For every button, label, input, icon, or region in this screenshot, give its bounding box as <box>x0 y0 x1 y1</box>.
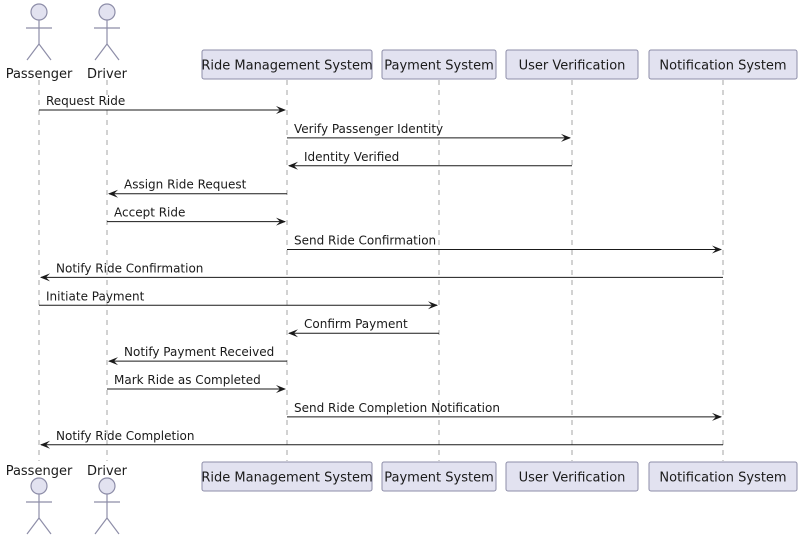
message-notify-payment-received: Notify Payment Received <box>108 345 287 366</box>
participant-box <box>381 49 497 80</box>
participant-label: Notification System <box>659 471 786 486</box>
message-label: Send Ride Completion Notification <box>294 401 500 415</box>
participant-box <box>648 49 798 80</box>
message-initiate-payment: Initiate Payment <box>39 289 438 310</box>
participant-box <box>648 461 798 492</box>
participant-user_verification-top: User Verification <box>505 49 639 80</box>
arrowhead-icon <box>288 329 298 338</box>
actor-label: Driver <box>87 67 128 82</box>
arrowhead-icon <box>40 440 50 449</box>
message-label: Mark Ride as Completed <box>114 373 261 387</box>
message-request-ride: Request Ride <box>39 94 286 114</box>
actor-passenger-top: Passenger <box>6 3 73 82</box>
arrowhead-icon <box>108 357 118 366</box>
message-mark-ride-as-completed: Mark Ride as Completed <box>107 373 286 393</box>
message-label: Assign Ride Request <box>124 178 247 192</box>
participant-payment-top: Payment System <box>381 49 497 80</box>
actor-driver-bottom: Driver <box>87 464 128 535</box>
actor-leg-left <box>94 517 108 535</box>
actor-leg-right <box>38 43 52 61</box>
message-label: Accept Ride <box>114 206 185 220</box>
message-label: Initiate Payment <box>46 289 145 303</box>
arrowhead-icon <box>288 161 298 170</box>
participant-user_verification-bottom: User Verification <box>505 461 639 492</box>
actor-head-icon <box>98 3 116 21</box>
participant-label: Notification System <box>659 59 786 74</box>
message-label: Send Ride Confirmation <box>294 234 436 248</box>
message-label: Confirm Payment <box>304 317 408 331</box>
actor-leg-left <box>26 517 40 535</box>
arrowhead-icon <box>40 273 50 282</box>
message-assign-ride-request: Assign Ride Request <box>108 178 287 198</box>
message-send-ride-confirmation: Send Ride Confirmation <box>287 234 722 254</box>
message-identity-verified: Identity Verified <box>288 150 572 170</box>
message-label: Request Ride <box>46 94 125 108</box>
participant-label: Payment System <box>384 471 494 486</box>
actor-head-icon <box>98 477 116 495</box>
arrowhead-icon <box>276 217 286 226</box>
participant-label: Payment System <box>384 59 494 74</box>
participant-label: User Verification <box>519 59 626 74</box>
participant-box <box>505 49 639 80</box>
message-verify-passenger-identity: Verify Passenger Identity <box>287 122 571 142</box>
message-label: Notify Ride Completion <box>56 429 195 443</box>
message-confirm-payment: Confirm Payment <box>288 317 439 338</box>
arrowhead-icon <box>712 412 722 421</box>
message-accept-ride: Accept Ride <box>107 206 286 226</box>
participant-payment-bottom: Payment System <box>381 461 497 492</box>
message-label: Identity Verified <box>304 150 399 164</box>
actor-leg-left <box>94 43 108 61</box>
participant-ride_management-bottom: Ride Management System <box>201 461 373 492</box>
participant-label: User Verification <box>519 471 626 486</box>
arrowhead-icon <box>108 189 118 198</box>
arrowhead-icon <box>276 106 286 114</box>
actor-leg-right <box>106 43 120 61</box>
arrowhead-icon <box>276 385 286 393</box>
message-notify-ride-completion: Notify Ride Completion <box>40 429 723 449</box>
participant-label: Ride Management System <box>201 471 372 486</box>
message-label: Notify Payment Received <box>124 345 274 359</box>
participant-ride_management-top: Ride Management System <box>201 49 373 80</box>
arrowhead-icon <box>561 133 571 142</box>
message-label: Notify Ride Confirmation <box>56 261 203 275</box>
participant-notification-bottom: Notification System <box>648 461 798 492</box>
actor-label: Passenger <box>6 67 73 82</box>
actor-leg-right <box>106 517 120 535</box>
actor-leg-right <box>38 517 52 535</box>
actor-passenger-bottom: Passenger <box>6 464 73 535</box>
actor-leg-left <box>26 43 40 61</box>
message-label: Verify Passenger Identity <box>294 122 443 136</box>
actor-driver-top: Driver <box>87 3 128 82</box>
participant-notification-top: Notification System <box>648 49 798 80</box>
arrowhead-icon <box>428 301 438 310</box>
actor-label: Passenger <box>6 464 73 479</box>
actor-head-icon <box>30 477 48 495</box>
message-send-ride-completion-notification: Send Ride Completion Notification <box>287 401 722 421</box>
participant-box <box>201 461 373 492</box>
actor-head-icon <box>30 3 48 21</box>
message-notify-ride-confirmation: Notify Ride Confirmation <box>40 261 723 282</box>
participant-box <box>381 461 497 492</box>
arrowhead-icon <box>712 245 722 254</box>
participant-label: Ride Management System <box>201 59 372 74</box>
participant-box <box>505 461 639 492</box>
participant-box <box>201 49 373 80</box>
actor-label: Driver <box>87 464 128 479</box>
